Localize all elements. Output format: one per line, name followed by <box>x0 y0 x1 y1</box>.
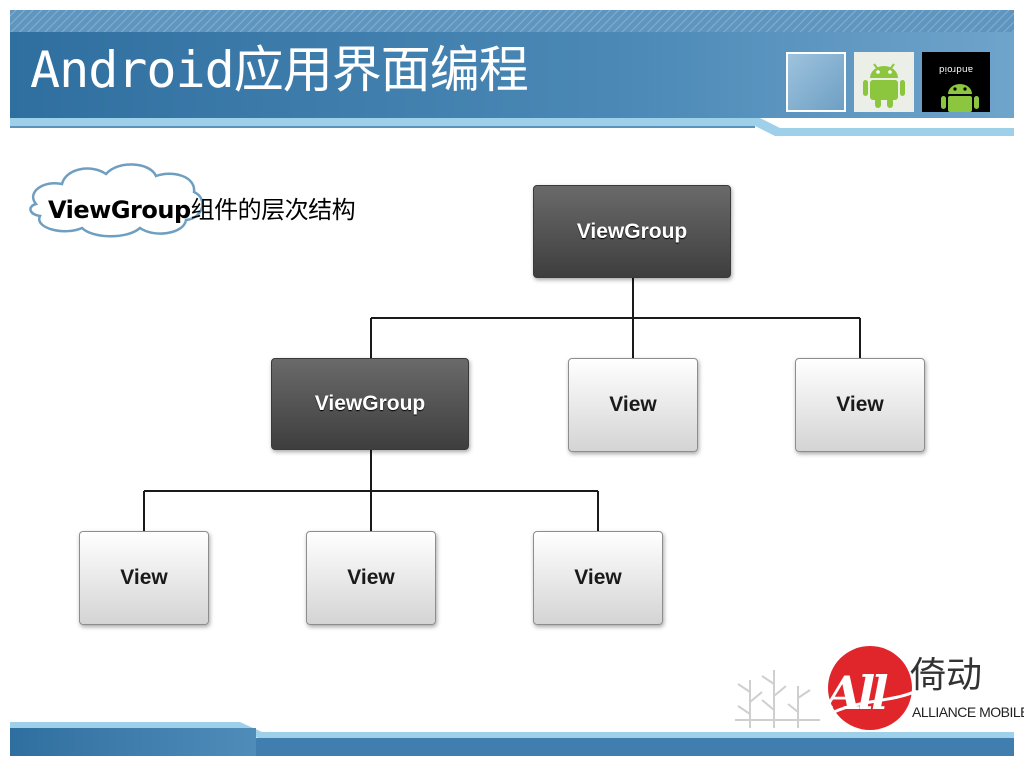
child-viewgroup-node: ViewGroup <box>271 358 469 450</box>
root-viewgroup-node: ViewGroup <box>533 185 731 278</box>
child-view-node: View <box>795 358 925 452</box>
footer-banner <box>10 722 1014 756</box>
leaf-view-node: View <box>79 531 209 625</box>
brand-logo-text: All <box>826 666 889 720</box>
slide-header: Android应用界面编程 android <box>0 0 1024 140</box>
brand-english-name: ALLIANCE MOBILE <box>912 704 1024 720</box>
brand-chinese-name: 倚动 <box>910 655 983 696</box>
android-robot-black-icon: android <box>922 52 990 112</box>
slide-title: Android应用界面编程 <box>30 41 529 99</box>
leaf-view-node: View <box>306 531 436 625</box>
section-heading-text: ViewGroup组件的层次结构 <box>48 190 356 225</box>
android-robot-icon <box>854 52 914 112</box>
cloud-icon <box>29 163 204 238</box>
plant-decoration-icon <box>735 646 915 730</box>
section-heading: ViewGroup组件的层次结构 <box>26 158 446 242</box>
header-banner <box>10 10 1014 136</box>
brand-logo: All 倚动 ALLIANCE MOBILE <box>730 640 1024 730</box>
leaf-view-node: View <box>533 531 663 625</box>
heading-rest: 组件的层次结构 <box>190 196 356 224</box>
child-view-node: View <box>568 358 698 452</box>
heading-bold: ViewGroup <box>48 196 191 224</box>
blank-tile-icon <box>786 52 846 112</box>
brand-red-circle <box>828 646 912 730</box>
